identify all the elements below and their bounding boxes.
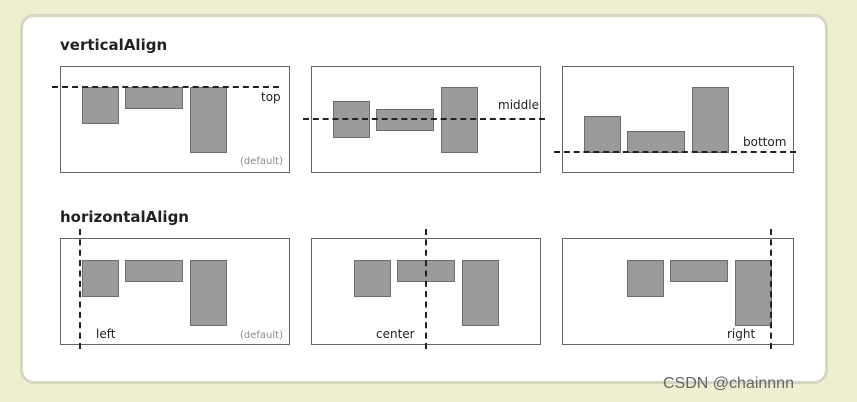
small-box	[584, 116, 621, 153]
wide-box	[125, 87, 183, 109]
tall-box	[441, 87, 478, 153]
center-guide-line	[425, 229, 427, 349]
vertical-top-panel: top (default)	[60, 66, 290, 173]
tall-box	[692, 87, 729, 153]
tall-box	[190, 87, 227, 153]
vertical-default-note: (default)	[240, 156, 283, 167]
vertical-bottom-panel: bottom	[562, 66, 794, 173]
right-guide-line	[770, 229, 772, 349]
small-box	[627, 260, 664, 297]
top-guide-line	[52, 86, 279, 88]
middle-guide-line	[303, 118, 545, 120]
small-box	[82, 87, 119, 124]
vertical-middle-label: middle	[498, 98, 539, 112]
horizontal-align-title: horizontalAlign	[60, 208, 189, 226]
watermark: CSDN @chainnnn	[663, 375, 794, 392]
tall-box	[462, 260, 499, 326]
left-guide-line	[79, 229, 81, 349]
vertical-align-title: verticalAlign	[60, 36, 168, 54]
horizontal-center-label: center	[376, 327, 415, 341]
horizontal-left-panel: left (default)	[60, 238, 290, 345]
small-box	[82, 260, 119, 297]
wide-box	[376, 109, 434, 131]
horizontal-right-panel: right	[562, 238, 794, 345]
horizontal-left-label: left	[96, 327, 116, 341]
vertical-top-label: top	[261, 90, 281, 104]
horizontal-default-note: (default)	[240, 330, 283, 341]
small-box	[354, 260, 391, 297]
wide-box	[670, 260, 728, 282]
horizontal-right-label: right	[727, 327, 756, 341]
wide-box	[125, 260, 183, 282]
tall-box	[190, 260, 227, 326]
wide-box	[627, 131, 685, 153]
tall-box	[735, 260, 772, 326]
bottom-guide-line	[554, 151, 796, 153]
vertical-bottom-label: bottom	[743, 135, 787, 149]
